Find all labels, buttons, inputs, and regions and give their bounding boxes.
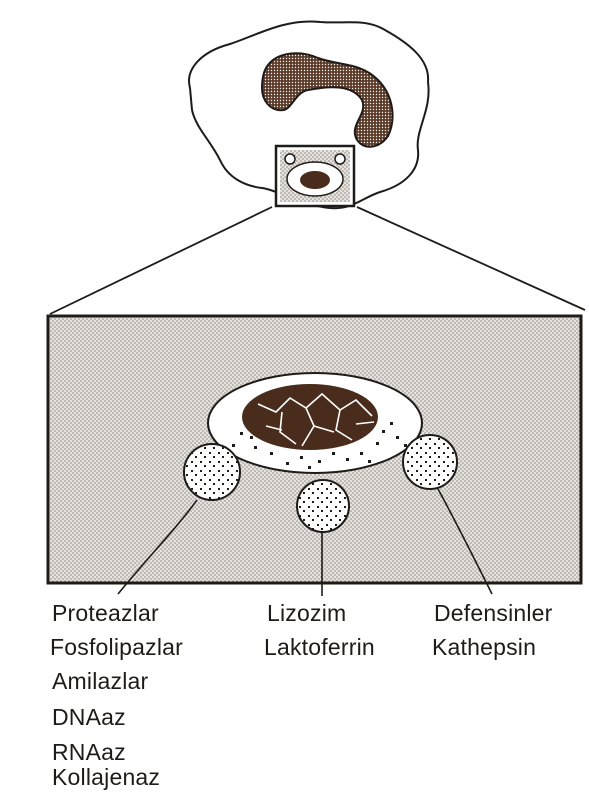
label-kollajenaz: Kollajenaz — [52, 766, 160, 789]
label-proteazlar: Proteazlar — [52, 602, 159, 625]
label-rnaaz: RNAaz — [52, 741, 126, 764]
granule-middle — [297, 480, 349, 532]
cell-overview — [189, 21, 429, 208]
zoom-box-nucleus — [300, 171, 330, 189]
zoom-line-left — [50, 207, 272, 314]
label-lizozim: Lizozim — [267, 602, 346, 625]
label-fosfolipazlar: Fosfolipazlar — [50, 636, 183, 659]
granule-left — [184, 444, 240, 500]
granule-right — [403, 435, 457, 489]
label-laktoferrin: Laktoferrin — [264, 636, 375, 659]
enlarged-panel — [48, 316, 581, 596]
label-defensinler: Defensinler — [434, 602, 553, 625]
zoom-line-right — [357, 207, 585, 310]
label-dnaaz: DNAaz — [52, 706, 126, 729]
label-amilazlar: Amilazlar — [52, 670, 148, 693]
label-kathepsin: Kathepsin — [432, 636, 536, 659]
